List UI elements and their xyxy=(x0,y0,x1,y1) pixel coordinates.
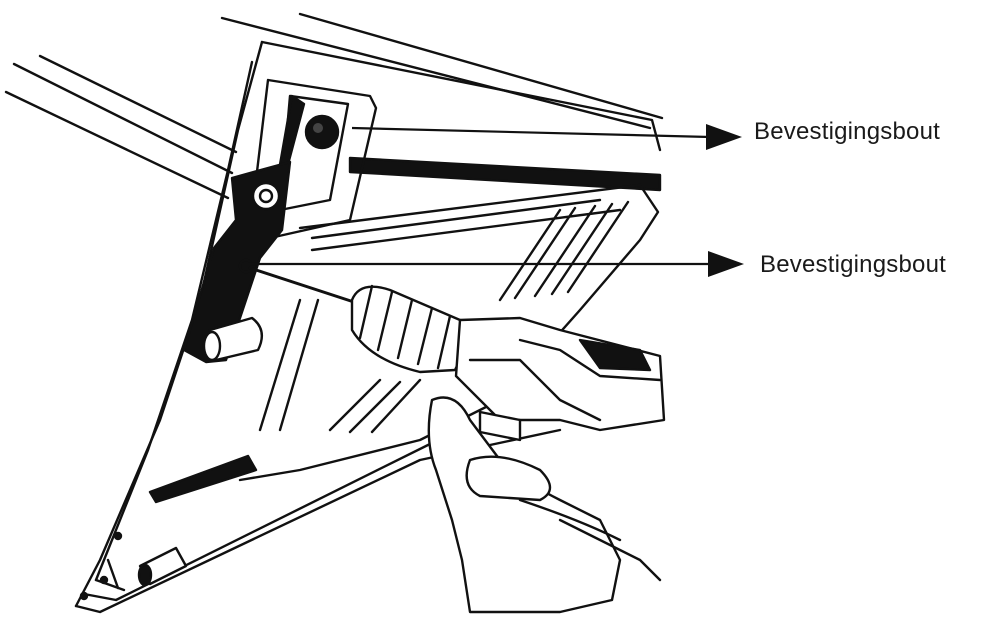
callout-2-leader xyxy=(250,251,744,277)
inner-panel xyxy=(238,183,660,482)
panel-slot-top xyxy=(348,156,662,192)
drill-body xyxy=(454,316,666,432)
hand-grip xyxy=(427,396,662,614)
drill-chuck xyxy=(350,284,466,374)
panel-slot-bottom xyxy=(148,454,258,504)
callout-label: Bevestigingsbout xyxy=(754,118,940,145)
screw-dot xyxy=(113,531,123,541)
screw-dot xyxy=(99,575,109,585)
screw-dot xyxy=(79,591,89,601)
drill-bit xyxy=(248,266,362,306)
arrow-right-icon xyxy=(706,124,742,150)
hinge-nut-inner xyxy=(258,188,274,204)
callout-label: Bevestigingsbout xyxy=(760,251,946,278)
hinge-roller xyxy=(208,316,264,362)
top-edge xyxy=(220,12,664,130)
bottom-roller xyxy=(137,546,188,587)
callout-1-leader xyxy=(351,124,742,150)
upper-rail xyxy=(4,54,238,200)
arrow-right-icon xyxy=(708,251,744,277)
mounting-bolt-top xyxy=(304,114,340,150)
mounting-bolt-bottom xyxy=(238,258,254,274)
